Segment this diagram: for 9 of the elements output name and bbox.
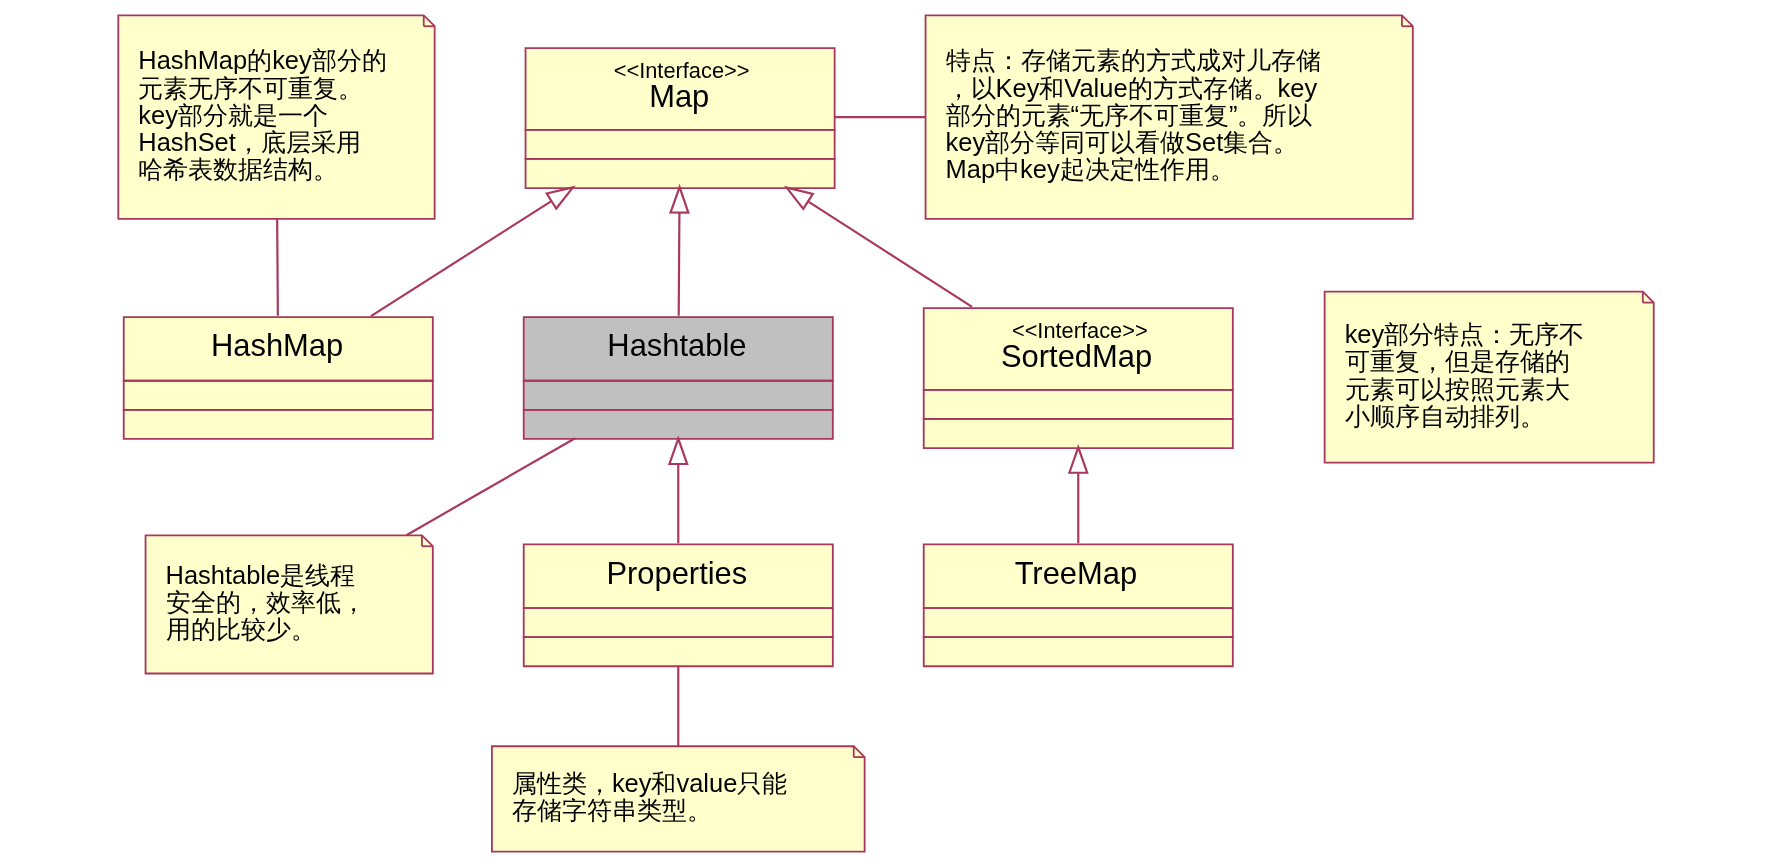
- arrow: [1067, 444, 1089, 544]
- arrow: [370, 185, 576, 318]
- connector: [677, 665, 680, 746]
- connector: [834, 116, 925, 119]
- arrow: [668, 183, 690, 316]
- connector: [405, 437, 576, 537]
- arrow: [783, 185, 973, 308]
- connector: [276, 219, 279, 316]
- arrow: [667, 435, 689, 544]
